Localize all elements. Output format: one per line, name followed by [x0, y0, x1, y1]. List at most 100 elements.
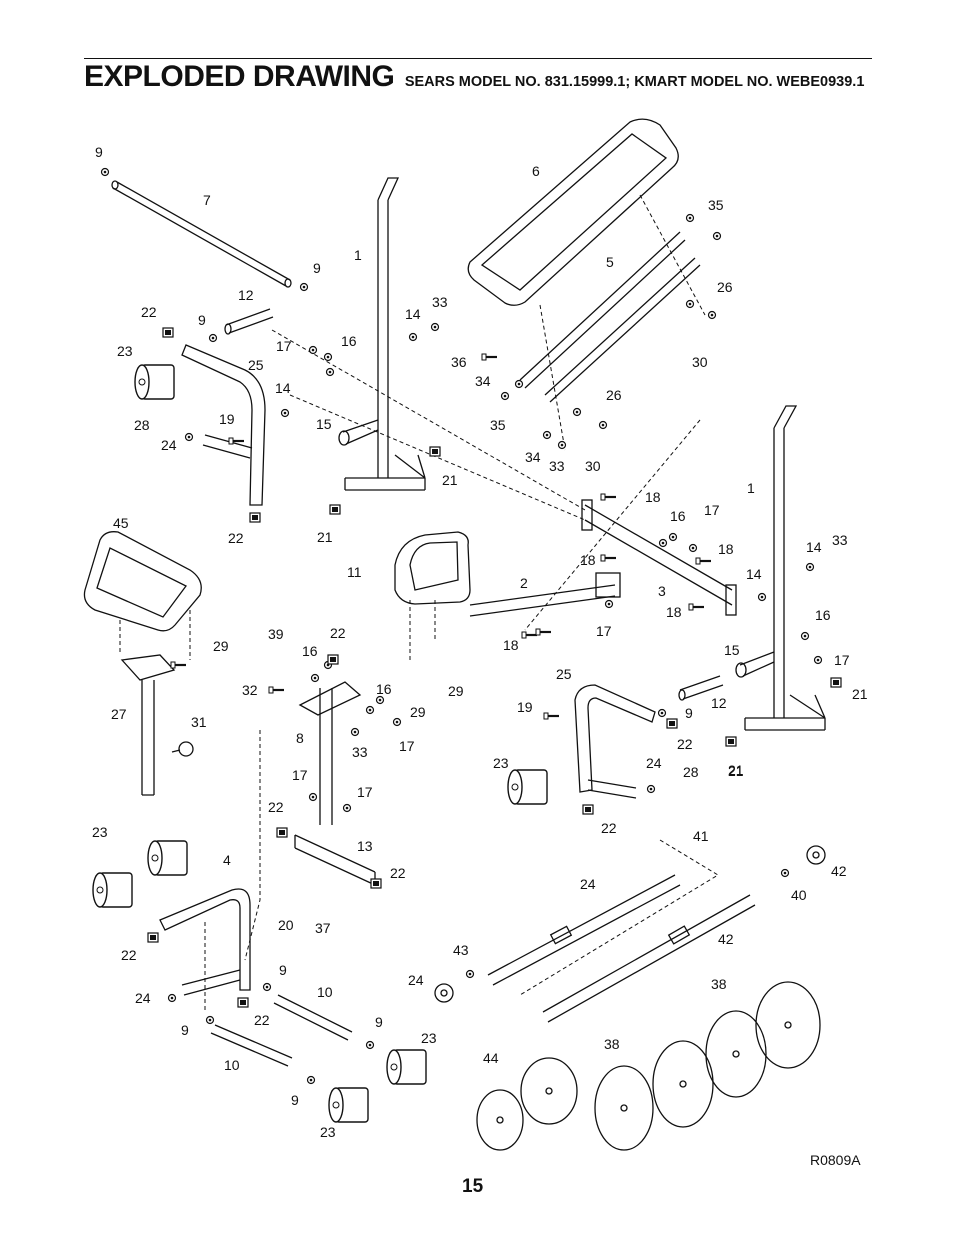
part-label-9: 9 — [685, 705, 693, 721]
part-label-42: 42 — [831, 863, 847, 879]
part-label-37: 37 — [315, 920, 331, 936]
part-label-21: 21 — [317, 529, 333, 545]
part-label-23: 23 — [493, 755, 509, 771]
part-label-24: 24 — [408, 972, 424, 988]
part-label-16: 16 — [302, 643, 318, 659]
part-label-22: 22 — [228, 530, 244, 546]
part-label-9: 9 — [375, 1014, 383, 1030]
part-label-14: 14 — [746, 566, 762, 582]
part-label-17: 17 — [276, 338, 292, 354]
part-label-9: 9 — [198, 312, 206, 328]
part-label-21: 21 — [728, 762, 744, 778]
part-label-14: 14 — [275, 380, 291, 396]
part-label-9: 9 — [95, 144, 103, 160]
part-label-1: 1 — [354, 247, 362, 263]
part-label-12: 12 — [711, 695, 727, 711]
part-label-22: 22 — [330, 625, 346, 641]
part-label-35: 35 — [708, 197, 724, 213]
part-label-3: 3 — [658, 583, 666, 599]
part-lines — [83, 118, 826, 1151]
part-label-21: 21 — [442, 472, 458, 488]
part-label-31: 31 — [191, 714, 207, 730]
part-label-22: 22 — [390, 865, 406, 881]
part-label-22: 22 — [601, 820, 617, 836]
part-label-44: 44 — [483, 1050, 499, 1066]
part-label-18: 18 — [503, 637, 519, 653]
part-label-23: 23 — [117, 343, 133, 359]
part-label-18: 18 — [580, 552, 596, 568]
part-label-13: 13 — [357, 838, 373, 854]
part-label-16: 16 — [376, 681, 392, 697]
part-label-9: 9 — [291, 1092, 299, 1108]
part-label-33: 33 — [549, 458, 565, 474]
part-label-24: 24 — [646, 755, 662, 771]
part-label-27: 27 — [111, 706, 127, 722]
part-label-21: 21 — [852, 686, 868, 702]
part-label-9: 9 — [313, 260, 321, 276]
part-label-9: 9 — [181, 1022, 189, 1038]
part-label-24: 24 — [135, 990, 151, 1006]
part-label-24: 24 — [580, 876, 596, 892]
page-title: EXPLODED DRAWING — [84, 60, 395, 93]
part-label-10: 10 — [224, 1057, 240, 1073]
page-number: 15 — [462, 1176, 484, 1197]
part-label-30: 30 — [692, 354, 708, 370]
part-label-42: 42 — [718, 931, 734, 947]
part-label-21: 21 — [728, 763, 744, 779]
part-label-26: 26 — [606, 387, 622, 403]
part-label-17: 17 — [399, 738, 415, 754]
part-label-35: 35 — [490, 417, 506, 433]
part-label-14: 14 — [806, 539, 822, 555]
part-label-29: 29 — [448, 683, 464, 699]
part-label-1: 1 — [747, 480, 755, 496]
part-label-23: 23 — [320, 1124, 336, 1140]
part-label-28: 28 — [134, 417, 150, 433]
part-label-16: 16 — [815, 607, 831, 623]
part-label-40: 40 — [791, 887, 807, 903]
part-label-43: 43 — [453, 942, 469, 958]
part-label-38: 38 — [711, 976, 727, 992]
part-label-17: 17 — [834, 652, 850, 668]
part-label-22: 22 — [141, 304, 157, 320]
part-label-25: 25 — [556, 666, 572, 682]
part-label-12: 12 — [238, 287, 254, 303]
part-label-16: 16 — [341, 333, 357, 349]
part-label-17: 17 — [357, 784, 373, 800]
part-label-15: 15 — [316, 416, 332, 432]
part-label-28: 28 — [683, 764, 699, 780]
part-label-23: 23 — [421, 1030, 437, 1046]
part-label-33: 33 — [432, 294, 448, 310]
part-label-24: 24 — [161, 437, 177, 453]
part-label-5: 5 — [606, 254, 614, 270]
header-rule — [84, 58, 872, 59]
part-label-2: 2 — [520, 575, 528, 591]
part-label-7: 7 — [203, 192, 211, 208]
part-label-6: 6 — [532, 163, 540, 179]
page-header: EXPLODED DRAWING SEARS MODEL NO. 831.159… — [84, 60, 864, 94]
part-label-25: 25 — [248, 357, 264, 373]
part-label-30: 30 — [585, 458, 601, 474]
part-label-39: 39 — [268, 626, 284, 642]
part-label-19: 19 — [517, 699, 533, 715]
part-label-22: 22 — [677, 736, 693, 752]
part-label-33: 33 — [352, 744, 368, 760]
part-label-32: 32 — [242, 682, 258, 698]
part-label-23: 23 — [92, 824, 108, 840]
drawing-code: R0809A — [810, 1152, 861, 1168]
part-label-22: 22 — [268, 799, 284, 815]
part-label-14: 14 — [405, 306, 421, 322]
part-label-41: 41 — [693, 828, 709, 844]
part-label-22: 22 — [121, 947, 137, 963]
part-label-29: 29 — [213, 638, 229, 654]
part-label-18: 18 — [645, 489, 661, 505]
part-label-20: 20 — [278, 917, 294, 933]
part-label-36: 36 — [451, 354, 467, 370]
part-label-16: 16 — [670, 508, 686, 524]
part-label-10: 10 — [317, 984, 333, 1000]
part-label-38: 38 — [604, 1036, 620, 1052]
part-label-18: 18 — [718, 541, 734, 557]
part-label-8: 8 — [296, 730, 304, 746]
part-label-17: 17 — [292, 767, 308, 783]
